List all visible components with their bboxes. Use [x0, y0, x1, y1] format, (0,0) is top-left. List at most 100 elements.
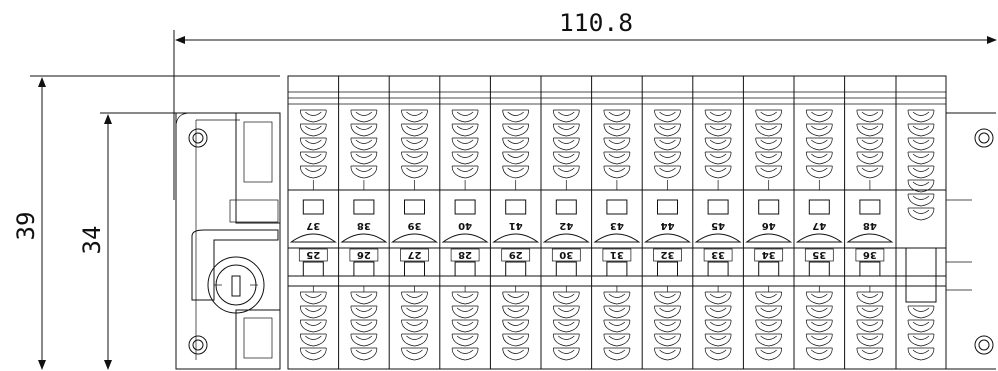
label-window-lower [606, 261, 628, 277]
label-window-upper [353, 199, 375, 215]
spring-contact-lower [856, 286, 884, 361]
label-window-lower [404, 261, 425, 277]
terminal-number-upper: 42 [559, 220, 573, 231]
terminal-number-lower: 27 [408, 249, 422, 260]
spring-contact-upper [401, 109, 428, 190]
label-window-upper [707, 199, 729, 215]
terminal-column: 47 35 [793, 76, 843, 369]
spring-contact-lower [552, 286, 580, 361]
terminal-column: 48 36 [844, 76, 894, 369]
terminal-number-lower: 30 [559, 249, 573, 260]
terminal-number-lower: 35 [812, 249, 826, 260]
spring-contact-upper [704, 109, 732, 190]
spring-contact-lower [401, 286, 428, 361]
terminal-number-lower: 32 [661, 249, 675, 260]
rotary-knob [207, 256, 265, 314]
spring-contact-upper [451, 109, 479, 190]
spring-contact-lower [502, 286, 530, 361]
width-dimension: 110.8 [173, 9, 997, 200]
spring-contact-upper [654, 109, 681, 190]
terminal-column: 41 29 [489, 76, 540, 369]
terminal-number-upper: 45 [711, 220, 725, 231]
terminal-number-lower: 25 [306, 249, 320, 260]
inner-height-dimension: 34 [78, 112, 196, 370]
spring-contact-upper [856, 109, 884, 190]
test-socket-dome [846, 233, 894, 243]
label-window-upper [859, 199, 881, 215]
test-socket-dome [643, 233, 692, 243]
test-socket-dome [390, 233, 439, 243]
test-socket-dome [593, 233, 641, 243]
test-socket-dome [795, 233, 843, 243]
terminal-number-upper: 37 [306, 220, 320, 231]
label-window-upper [758, 199, 780, 215]
terminal-number-upper: 47 [812, 220, 826, 231]
label-window-lower [808, 261, 830, 277]
terminal-number-lower: 31 [610, 249, 624, 260]
label-window-lower [505, 261, 527, 277]
terminal-number-upper: 38 [357, 220, 371, 231]
spring-contact-upper [299, 109, 327, 190]
terminal-number-upper: 41 [509, 220, 523, 231]
test-socket-dome [289, 233, 337, 243]
label-window-lower [707, 261, 729, 277]
label-window-lower [454, 261, 476, 277]
spring-contact-upper [603, 109, 631, 190]
spring-contact-lower [299, 286, 327, 361]
end-module-latch [905, 247, 937, 303]
terminal-column: 43 31 [591, 76, 641, 369]
inner-height-dimension-label: 34 [78, 226, 106, 255]
terminal-number-lower: 29 [509, 249, 523, 260]
terminal-column: 45 33 [692, 76, 742, 369]
terminal-number-upper: 48 [863, 220, 877, 231]
right-plate-outline [945, 112, 996, 370]
test-socket-dome [694, 233, 742, 243]
label-window-upper [302, 199, 324, 215]
test-socket-dome [492, 233, 540, 243]
label-window-upper [454, 199, 476, 215]
terminal-number-upper: 46 [762, 220, 776, 231]
mounting-hole-top-right [974, 128, 994, 148]
spring-contact-lower [451, 286, 479, 361]
label-window-upper [555, 199, 577, 215]
spring-contact-lower [350, 286, 378, 361]
terminal-number-upper: 43 [610, 220, 624, 231]
mounting-hole-bottom-right [974, 335, 994, 355]
terminal-number-lower: 26 [357, 249, 371, 260]
terminal-column: 42 30 [540, 76, 590, 369]
left-bracket [191, 112, 281, 370]
label-window-upper [404, 199, 425, 215]
label-window-upper [657, 199, 678, 215]
end-module [895, 75, 947, 370]
test-socket-dome [340, 233, 388, 243]
spring-contact-upper [502, 109, 530, 190]
spring-contact-lower [603, 286, 631, 361]
terminal-number-upper: 44 [661, 220, 675, 231]
spring-contact-lower [755, 286, 783, 361]
test-socket-dome [441, 233, 489, 243]
spring-contact-lower [805, 286, 833, 361]
terminal-column: 38 26 [338, 76, 388, 369]
terminal-number-lower: 34 [762, 249, 776, 260]
terminal-column: 37 25 [287, 76, 337, 369]
spring-contact-upper [552, 109, 580, 190]
terminal-column: 44 32 [641, 76, 692, 369]
label-window-lower [555, 261, 577, 277]
test-socket-dome [542, 233, 590, 243]
label-window-lower [302, 261, 324, 277]
label-window-lower [859, 261, 881, 277]
spring-contact-upper [805, 109, 833, 190]
spring-contact-upper [350, 109, 378, 190]
spring-contact-lower [704, 286, 732, 361]
spring-contact-lower [654, 286, 681, 361]
terminal-number-upper: 40 [458, 220, 472, 231]
label-window-upper [808, 199, 830, 215]
test-socket-dome [745, 233, 793, 243]
terminal-number-lower: 36 [863, 249, 877, 260]
terminal-number-lower: 33 [711, 249, 725, 260]
terminal-column: 46 34 [742, 76, 793, 369]
